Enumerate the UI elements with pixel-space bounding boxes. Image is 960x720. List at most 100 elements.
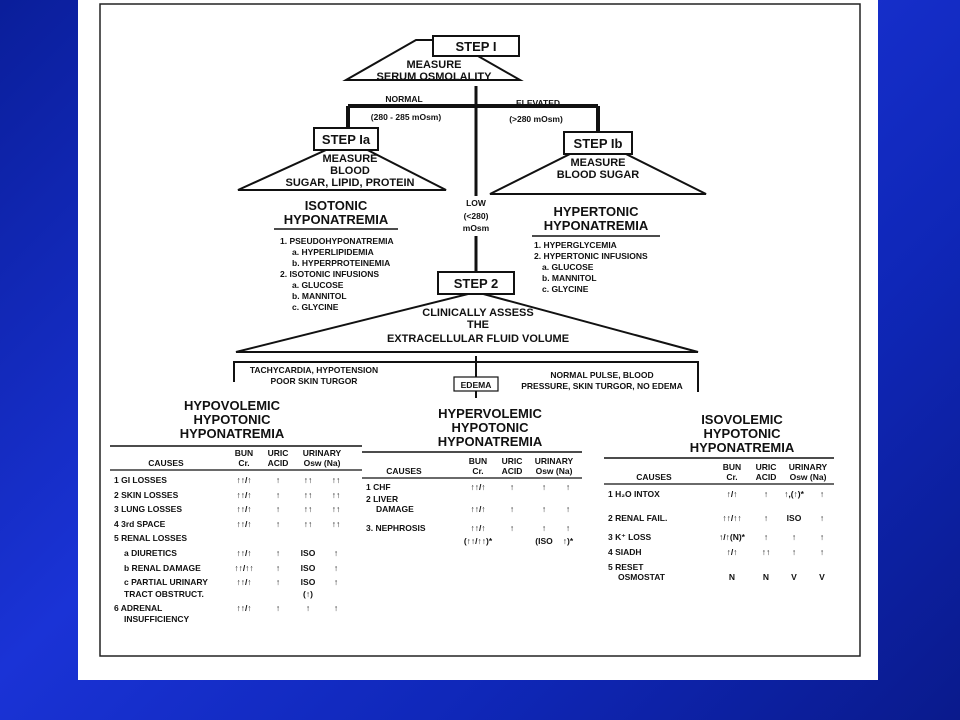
hypovolemic-row-7-bun: ↑↑/↑ — [236, 577, 251, 587]
isotonic-item-1: a. HYPERLIPIDEMIA — [292, 247, 374, 257]
hypovolemic-row-0-bun: ↑↑/↑ — [236, 475, 251, 485]
hypovolemic-row-2-cause: 3 LUNG LOSSES — [114, 504, 182, 514]
hypovolemic-row-4-cause: 5 RENAL LOSSES — [114, 533, 187, 543]
hypovolemic-row-6-osm: ISO — [301, 563, 316, 573]
hypovolemic-row-1-bun: ↑↑/↑ — [236, 490, 251, 500]
hypervolemic-hdr-causes: CAUSES — [386, 466, 422, 476]
hypervolemic-row-0-na: ↑ — [566, 482, 570, 492]
hypertonic-item-3: b. MANNITOL — [542, 273, 597, 283]
hypovolemic-row-0-cause: 1 GI LOSSES — [114, 475, 167, 485]
step2-title: STEP 2 — [454, 276, 499, 291]
isovolemic-row-0-uric: ↑ — [764, 489, 768, 499]
hypervolemic-title1: HYPERVOLEMIC — [438, 406, 542, 421]
isotonic-item-6: c. GLYCINE — [292, 302, 339, 312]
hypovolemic-table: 1 GI LOSSES↑↑/↑↑↑↑↑↑2 SKIN LOSSES↑↑/↑↑↑↑… — [114, 475, 340, 624]
hypovolemic-row-7-uric: ↑ — [276, 577, 280, 587]
step1-line1: MEASURE — [406, 59, 461, 71]
hypovolemic-row-9-bun: ↑↑/↑ — [236, 603, 251, 613]
step2-line1: CLINICALLY ASSESS — [422, 307, 533, 319]
step1b-title: STEP Ib — [574, 136, 623, 151]
isotonic-title2: HYPONATREMIA — [284, 212, 389, 227]
hypovolemic-row-1-na: ↑↑ — [332, 490, 341, 500]
isotonic-item-5: b. MANNITOL — [292, 291, 347, 301]
low-label-bg — [458, 196, 496, 236]
hypervolemic-hdr-bun: BUN — [469, 456, 487, 466]
isovolemic-row-1-uric: ↑ — [764, 513, 768, 523]
step1-box — [432, 35, 520, 57]
step1b-line2: BLOOD SUGAR — [557, 169, 640, 181]
step2-line2: THE — [467, 319, 489, 331]
hypovolemic-row-2-bun: ↑↑/↑ — [236, 504, 251, 514]
hypervolemic-row-3-bun: ↑↑/↑ — [470, 523, 485, 533]
isovolemic-row-0-na: ↑ — [820, 489, 824, 499]
hypovolemic-row-8-osm: (↑) — [303, 589, 313, 599]
step1b-triangle — [489, 138, 707, 195]
isovolemic-row-1-bun: ↑↑/↑↑ — [722, 513, 741, 523]
hypovolemic-hdr-osm: Osw (Na) — [304, 458, 341, 468]
hypertonic-title2: HYPONATREMIA — [544, 218, 649, 233]
normal-label: NORMAL — [385, 94, 422, 104]
step2-box — [437, 271, 515, 295]
hypervolemic-row-0-uric: ↑ — [510, 482, 514, 492]
hypovolemic-hdr-acid: ACID — [268, 458, 289, 468]
elevated-range: (>280 mOsm) — [509, 114, 563, 124]
isovolemic-row-0-osm: ↑,(↑)* — [784, 489, 805, 499]
step1b-box — [563, 131, 633, 155]
hypervolemic-title2: HYPOTONIC — [451, 420, 529, 435]
hypovolemic-row-9-cause: 6 ADRENAL — [114, 603, 162, 613]
hypovolemic-row-3-uric: ↑ — [276, 519, 280, 529]
isovolemic-row-3-cause: 4 SIADH — [608, 547, 642, 557]
hypervolemic-row-1-cause: 2 LIVER — [366, 494, 398, 504]
isovolemic-row-3-uric: ↑↑ — [762, 547, 771, 557]
hypovolemic-row-3-osm: ↑↑ — [304, 519, 313, 529]
hypovolemic-row-5-uric: ↑ — [276, 548, 280, 558]
assess-mid: EDEMA — [461, 380, 492, 390]
step1a-triangle — [237, 138, 447, 191]
low-label-3: mOsm — [463, 223, 490, 233]
flowchart: STEP I MEASURE SERUM OSMOLALITY NORMAL (… — [99, 3, 861, 657]
slide-panel: STEP I MEASURE SERUM OSMOLALITY NORMAL (… — [78, 0, 878, 680]
step1-line2: SERUM OSMOLALITY — [377, 71, 493, 83]
elevated-label: ELEVATED — [516, 98, 560, 108]
isovolemic-row-0-cause: 1 H₂O INTOX — [608, 489, 660, 499]
assessment-bar — [233, 361, 699, 392]
isotonic-item-0: 1. PSEUDOHYPONATREMIA — [280, 236, 394, 246]
step1a-line3: SUGAR, LIPID, PROTEIN — [286, 177, 415, 189]
hypervolemic-row-0-osm: ↑ — [542, 482, 546, 492]
step2-line3: EXTRACELLULAR FLUID VOLUME — [387, 333, 569, 345]
isovolemic-row-3-na: ↑ — [820, 547, 824, 557]
hypovolemic-row-9-na: ↑ — [334, 603, 338, 613]
hypervolemic-row-3-osm: ↑ — [542, 523, 546, 533]
hypervolemic-row-0-bun: ↑↑/↑ — [470, 482, 485, 492]
hypovolemic-row-5-na: ↑ — [334, 548, 338, 558]
hypervolemic-row-2-bun: ↑↑/↑ — [470, 504, 485, 514]
hypervolemic-row-4-osm: (ISO — [535, 536, 553, 546]
isotonic-title1: ISOTONIC — [305, 198, 368, 213]
isovolemic-title2: HYPOTONIC — [703, 426, 781, 441]
low-label-1: LOW — [466, 198, 487, 208]
step1a-box — [313, 127, 379, 151]
hypervolemic-row-4-bun: (↑↑/↑↑)* — [464, 536, 493, 546]
isovolemic-row-1-osm: ISO — [787, 513, 802, 523]
hypovolemic-row-6-uric: ↑ — [276, 563, 280, 573]
step1a-title: STEP Ia — [322, 132, 371, 147]
hypovolemic-row-8-cause: TRACT OBSTRUCT. — [124, 589, 204, 599]
isovolemic-row-2-osm: ↑ — [792, 532, 796, 542]
isovolemic-row-2-na: ↑ — [820, 532, 824, 542]
hypovolemic-row-6-cause: b RENAL DAMAGE — [124, 563, 201, 573]
hypovolemic-hdr-uric: URIC — [268, 448, 289, 458]
hypovolemic-hdr-cr: Cr. — [238, 458, 249, 468]
hypertonic-item-2: a. GLUCOSE — [542, 262, 594, 272]
isovolemic-hdr-bun: BUN — [723, 462, 741, 472]
hypervolemic-row-3-na: ↑ — [566, 523, 570, 533]
hypovolemic-row-10-cause: INSUFFICIENCY — [124, 614, 190, 624]
isovolemic-title3: HYPONATREMIA — [690, 440, 795, 455]
isovolemic-row-1-cause: 2 RENAL FAIL. — [608, 513, 667, 523]
isotonic-item-4: a. GLUCOSE — [292, 280, 344, 290]
hypovolemic-row-9-osm: ↑ — [306, 603, 310, 613]
hypovolemic-row-5-osm: ISO — [301, 548, 316, 558]
hypovolemic-row-0-osm: ↑↑ — [304, 475, 313, 485]
isovolemic-row-5-osm: V — [791, 572, 797, 582]
step1a-line2: BLOOD — [330, 165, 370, 177]
